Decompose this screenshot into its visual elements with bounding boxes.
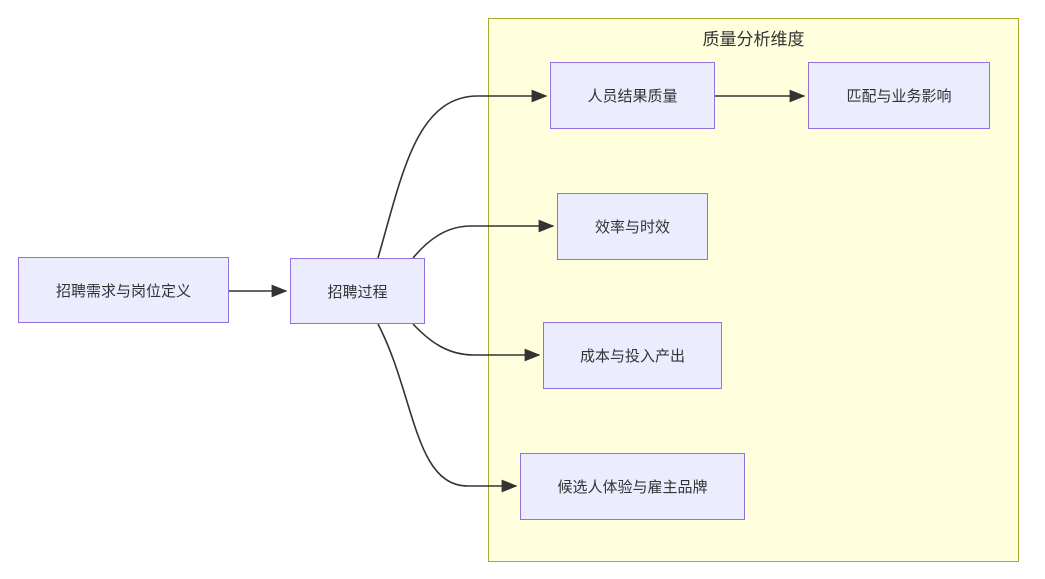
- subgraph-title: 质量分析维度: [702, 30, 805, 49]
- node-cost-roi: 成本与投入产出: [543, 322, 722, 389]
- node-recruitment-process: 招聘过程: [290, 258, 425, 324]
- node-match-business-impact: 匹配与业务影响: [808, 62, 990, 129]
- node-recruitment-requirements: 招聘需求与岗位定义: [18, 257, 229, 323]
- node-candidate-experience-brand: 候选人体验与雇主品牌: [520, 453, 745, 520]
- node-hire-outcome-quality: 人员结果质量: [550, 62, 715, 129]
- node-efficiency-timeliness: 效率与时效: [557, 193, 708, 260]
